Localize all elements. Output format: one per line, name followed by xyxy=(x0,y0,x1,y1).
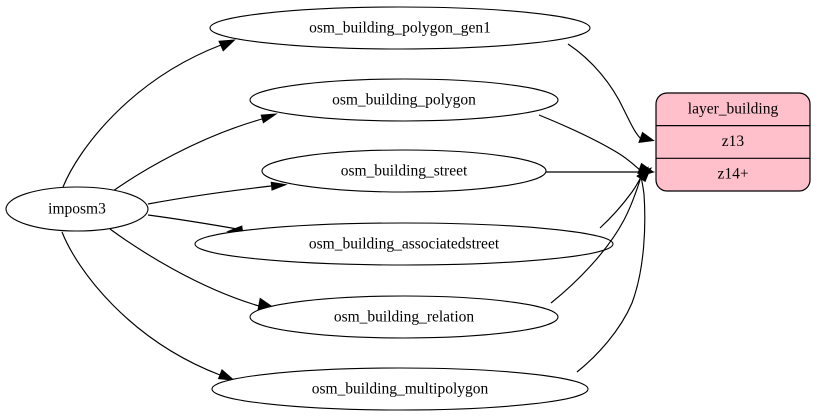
node-label-osm_building_polygon: osm_building_polygon xyxy=(332,92,476,109)
edge-osm_building_multipolygon-to-layer_building-z14plus[interactable] xyxy=(576,166,649,373)
node-label-osm_building_associatedstreet: osm_building_associatedstreet xyxy=(309,236,500,253)
node-osm_building_polygon_gen1[interactable]: osm_building_polygon_gen1 xyxy=(209,6,591,50)
edge-osm_building_polygon-to-layer_building-z14plus[interactable] xyxy=(538,114,654,175)
node-osm_building_polygon[interactable]: osm_building_polygon xyxy=(249,78,559,122)
edge-imposm3-to-osm_building_multipolygon[interactable] xyxy=(61,231,236,381)
node-label-osm_building_street: osm_building_street xyxy=(341,163,468,180)
node-label-osm_building_multipolygon: osm_building_multipolygon xyxy=(312,381,489,398)
node-osm_building_associatedstreet[interactable]: osm_building_associatedstreet xyxy=(194,222,614,266)
layer-row-z14plus-label: z14+ xyxy=(717,166,748,183)
node-label-imposm3: imposm3 xyxy=(48,201,106,218)
node-osm_building_relation[interactable]: osm_building_relation xyxy=(249,295,559,339)
edge-group-tables-to-layer xyxy=(538,43,656,373)
node-layer_building[interactable]: layer_building z13 z14+ xyxy=(655,92,811,192)
edge-imposm3-to-osm_building_polygon_gen1[interactable] xyxy=(62,39,236,188)
node-osm_building_street[interactable]: osm_building_street xyxy=(261,149,547,193)
edge-imposm3-to-osm_building_polygon[interactable] xyxy=(112,113,278,192)
node-label-osm_building_polygon_gen1: osm_building_polygon_gen1 xyxy=(309,20,491,37)
layer-row-z13-label: z13 xyxy=(722,133,745,150)
node-osm_building_multipolygon[interactable]: osm_building_multipolygon xyxy=(211,367,589,411)
node-label-osm_building_relation: osm_building_relation xyxy=(334,309,475,326)
edge-osm_building_polygon_gen1-to-layer_building-z13[interactable] xyxy=(567,43,655,144)
node-imposm3[interactable]: imposm3 xyxy=(5,186,149,232)
layer-row-header-label: layer_building xyxy=(688,101,779,118)
edge-imposm3-to-osm_building_street[interactable] xyxy=(147,181,288,205)
edge-osm_building_street-to-layer_building-z14plus[interactable] xyxy=(545,167,656,177)
node-group-tables: osm_building_polygon_gen1 osm_building_p… xyxy=(194,6,614,411)
